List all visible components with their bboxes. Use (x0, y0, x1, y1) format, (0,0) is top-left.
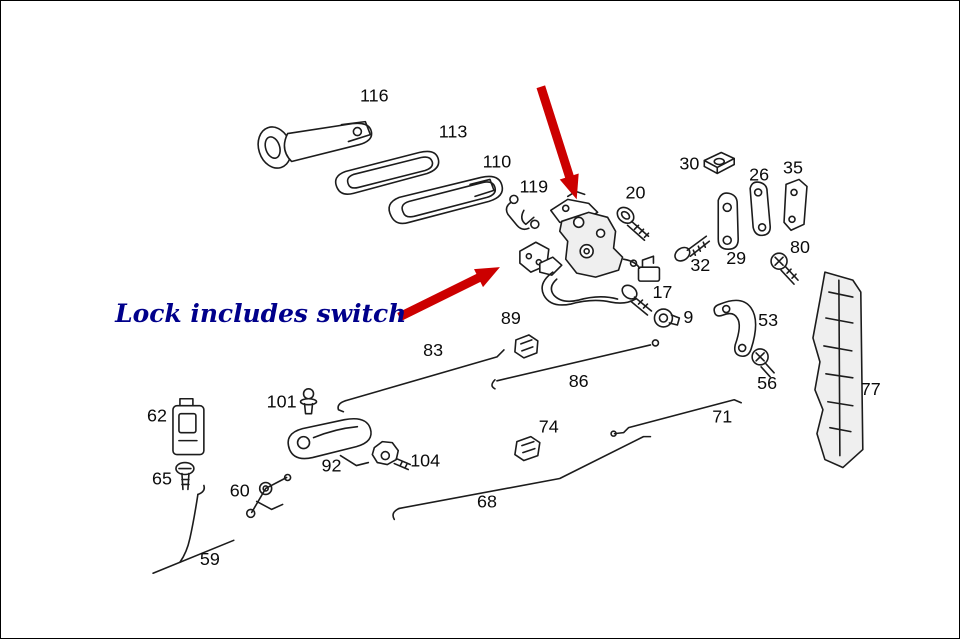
part-label-80: 80 (790, 237, 810, 257)
part-59-rod (152, 484, 235, 575)
part-77-side-panel (812, 271, 864, 469)
part-26-bracket (749, 181, 771, 237)
part-label-104: 104 (410, 451, 440, 471)
part-68-rod (392, 435, 652, 521)
part-9-grommet (653, 308, 681, 328)
part-116-outer-door-handle (257, 120, 373, 169)
part-65-screw (175, 461, 195, 491)
part-label-62: 62 (147, 406, 167, 426)
part-label-89: 89 (501, 308, 521, 328)
part-label-56: 56 (757, 373, 777, 393)
part-101-pin (299, 387, 318, 415)
part-label-53: 53 (758, 310, 778, 330)
part-label-29: 29 (726, 248, 746, 268)
lock-assembly (519, 190, 661, 306)
arrow-shaft (397, 273, 482, 322)
part-20-screw (616, 206, 650, 242)
part-label-77: 77 (861, 379, 881, 399)
part-label-26: 26 (749, 164, 769, 184)
part-60-bellcrank (245, 473, 292, 519)
part-label-9: 9 (683, 307, 693, 327)
part-label-110: 110 (483, 151, 512, 171)
part-119-lock-arm (505, 194, 540, 231)
red-arrow-to-lock-left (397, 267, 500, 322)
part-label-113: 113 (439, 122, 468, 142)
part-label-59: 59 (200, 549, 220, 569)
part-label-17: 17 (652, 282, 672, 302)
arrow-head-icon (559, 173, 579, 200)
part-label-92: 92 (321, 456, 341, 476)
part-label-30: 30 (679, 153, 699, 173)
part-label-20: 20 (626, 182, 646, 202)
part-label-86: 86 (569, 371, 589, 391)
part-17-screw (621, 284, 653, 316)
part-113-handle-seal (334, 150, 440, 196)
part-29-bracket (717, 192, 739, 251)
part-80-screw (770, 252, 799, 285)
part-label-65: 65 (152, 468, 172, 488)
part-104-bolt (371, 440, 412, 471)
part-label-116: 116 (360, 86, 389, 106)
part-62-switch (172, 397, 205, 456)
part-53-striker (713, 299, 757, 358)
part-92-inner-handle (287, 417, 372, 467)
part-label-32: 32 (690, 255, 710, 275)
part-30-nut (703, 151, 735, 175)
part-label-68: 68 (477, 491, 497, 511)
part-83-rod (337, 349, 505, 413)
part-56-screw (751, 348, 775, 378)
part-86-rod (491, 339, 660, 390)
part-label-71: 71 (712, 407, 732, 427)
part-35-plate (783, 178, 808, 232)
annotation-lock-includes-switch: Lock includes switch (114, 299, 406, 328)
part-32-screw (674, 235, 711, 262)
part-label-60: 60 (230, 480, 250, 500)
arrow-shaft (536, 85, 574, 179)
part-label-35: 35 (783, 157, 803, 177)
red-arrow-to-lock-top (536, 85, 579, 200)
part-label-101: 101 (267, 392, 297, 412)
part-label-74: 74 (539, 417, 559, 437)
part-89-clip (514, 334, 539, 359)
part-label-83: 83 (423, 340, 443, 360)
part-110-outer-door-handle (388, 175, 504, 225)
part-label-119: 119 (520, 176, 549, 196)
part-71-rod (610, 398, 742, 437)
part-74-clip (514, 435, 541, 462)
